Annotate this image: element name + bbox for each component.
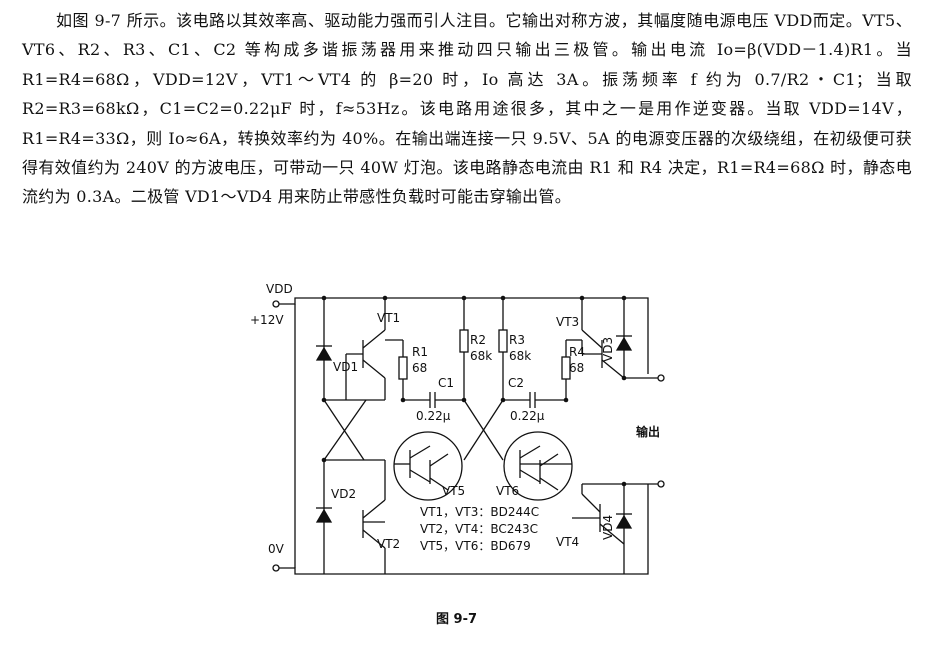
- r1-value: 68: [412, 361, 427, 375]
- vd3-diode-symbol: [615, 336, 633, 351]
- vt6-label: VT6: [496, 484, 519, 498]
- vd4-diode-symbol: [615, 514, 633, 529]
- vd2-label: VD2: [331, 487, 356, 501]
- ground-label: 0V: [268, 542, 285, 556]
- vt3-label: VT3: [556, 315, 579, 329]
- vdd-terminal: [272, 300, 280, 308]
- vd3-label: VD3: [601, 337, 615, 362]
- r3-label: R3: [509, 333, 525, 347]
- bottom-rail: [279, 484, 649, 575]
- vt6-darlington: [503, 431, 573, 501]
- c1-label: C1: [438, 376, 454, 390]
- supply-voltage-label: +12V: [250, 313, 284, 327]
- c2-label: C2: [508, 376, 524, 390]
- vt5-label: VT5: [442, 484, 465, 498]
- output-terminal-bottom: [657, 480, 665, 488]
- ground-terminal: [272, 564, 280, 572]
- r3-value: 68k: [509, 349, 531, 363]
- r2-value: 68k: [470, 349, 492, 363]
- vd1-diode-symbol: [315, 346, 333, 361]
- c2-value: 0.22μ: [510, 409, 545, 423]
- r1-resistor: [398, 356, 408, 380]
- vt1-label: VT1: [377, 311, 400, 325]
- vt5-darlington: [393, 431, 463, 501]
- r4-label: R4: [569, 345, 585, 359]
- r2-resistor: [459, 329, 469, 353]
- output-label: 输出: [636, 424, 660, 439]
- vd2-diode-symbol: [315, 508, 333, 523]
- vt4-label: VT4: [556, 535, 579, 549]
- r3-resistor: [498, 329, 508, 353]
- parts-list-line2: VT2，VT4：BC243C: [420, 522, 538, 536]
- vdd-label: VDD: [266, 282, 293, 296]
- r2-label: R2: [470, 333, 486, 347]
- r1-label: R1: [412, 345, 428, 359]
- output-terminal-top: [657, 374, 665, 382]
- parts-list-line3: VT5，VT6：BD679: [420, 539, 531, 553]
- top-rail: [279, 297, 649, 374]
- vd4-label: VD4: [601, 515, 615, 540]
- figure-caption: 图 9-7: [436, 612, 477, 627]
- body-paragraph: 如图 9-7 所示。该电路以其效率高、驱动能力强而引人注目。它输出对称方波，其幅…: [22, 11, 912, 207]
- r4-value: 68: [569, 361, 584, 375]
- parts-list-line1: VT1，VT3：BD244C: [420, 505, 539, 519]
- c1-value: 0.22μ: [416, 409, 451, 423]
- vt2-label: VT2: [377, 537, 400, 551]
